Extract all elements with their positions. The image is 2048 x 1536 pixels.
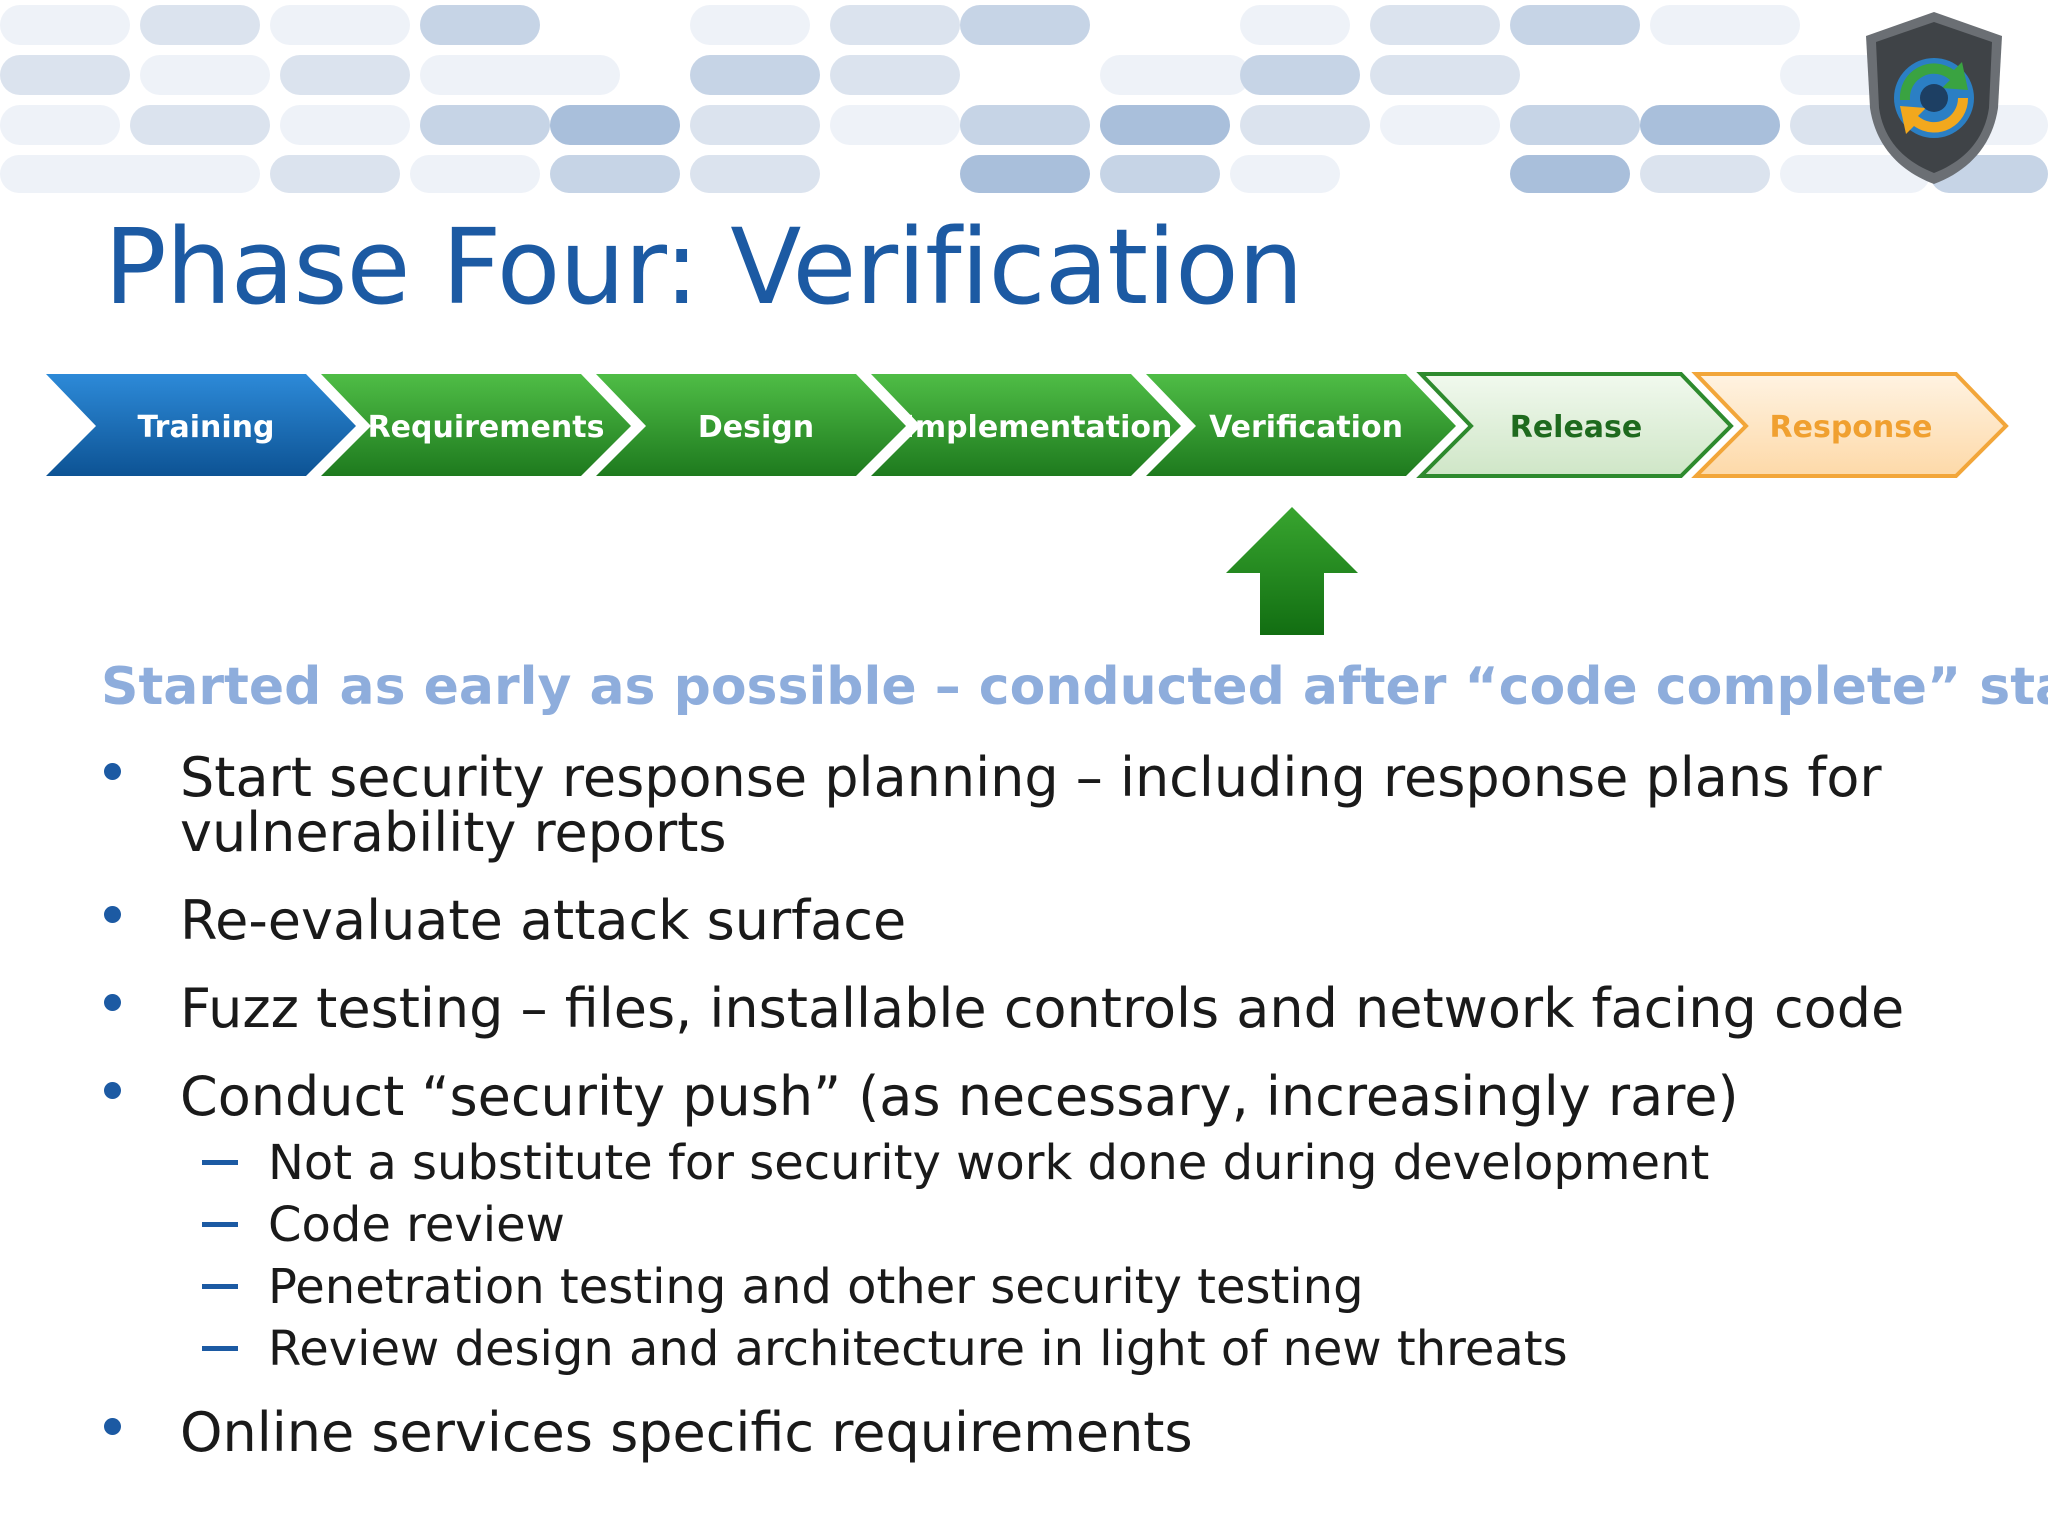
step-release: Release [1416, 372, 1734, 478]
sdl-shield-logo-icon [1866, 12, 2002, 184]
bullet-marker [104, 1082, 121, 1099]
sub-bullet-marker [202, 1346, 238, 1351]
bullet-item-3: Fuzz testing – files, installable contro… [180, 977, 1905, 1040]
step-label-response: Response [1770, 410, 1933, 445]
bullet-marker [104, 1418, 121, 1435]
sub-bullet-item-2: Code review [268, 1197, 565, 1253]
step-label-training: Training [138, 410, 275, 445]
step-label-implementation: Implementation [904, 410, 1173, 445]
sub-bullet-item-3: Penetration testing and other security t… [268, 1259, 1364, 1315]
bullet-item-1-line-2: vulnerability reports [180, 801, 727, 864]
bullet-item-4: Conduct “security push” (as necessary, i… [180, 1065, 1739, 1128]
step-label-design: Design [698, 410, 814, 445]
step-response: Response [1691, 372, 2009, 478]
step-verification: Verification [1146, 374, 1456, 476]
sub-bullet-marker [202, 1222, 238, 1227]
step-label-requirements: Requirements [368, 410, 605, 445]
sdl-process-bar: Training Requirements Design Implementat… [46, 372, 2009, 478]
up-arrow-icon [1226, 507, 1358, 635]
sub-bullet-item-4: Review design and architecture in light … [268, 1321, 1568, 1377]
sub-bullet-marker [202, 1160, 238, 1165]
bullet-marker [104, 906, 121, 923]
bullet-item-5: Online services specific requirements [180, 1401, 1193, 1464]
step-requirements: Requirements [321, 374, 631, 476]
step-label-release: Release [1510, 410, 1643, 445]
step-implementation: Implementation [871, 374, 1181, 476]
decorative-banner [0, 5, 2048, 193]
slide-subtitle: Started as early as possible – conducted… [101, 657, 2048, 717]
step-training: Training [46, 374, 356, 476]
step-design: Design [596, 374, 906, 476]
step-label-verification: Verification [1209, 410, 1403, 445]
bullet-marker [104, 763, 121, 780]
bullet-item-1-line-1: Start security response planning – inclu… [180, 746, 1882, 809]
sub-bullet-item-1: Not a substitute for security work done … [268, 1135, 1710, 1191]
bullet-marker [104, 994, 121, 1011]
bullet-item-2: Re-evaluate attack surface [180, 889, 907, 952]
sub-bullet-marker [202, 1284, 238, 1289]
slide-title: Phase Four: Verification [104, 206, 1304, 328]
